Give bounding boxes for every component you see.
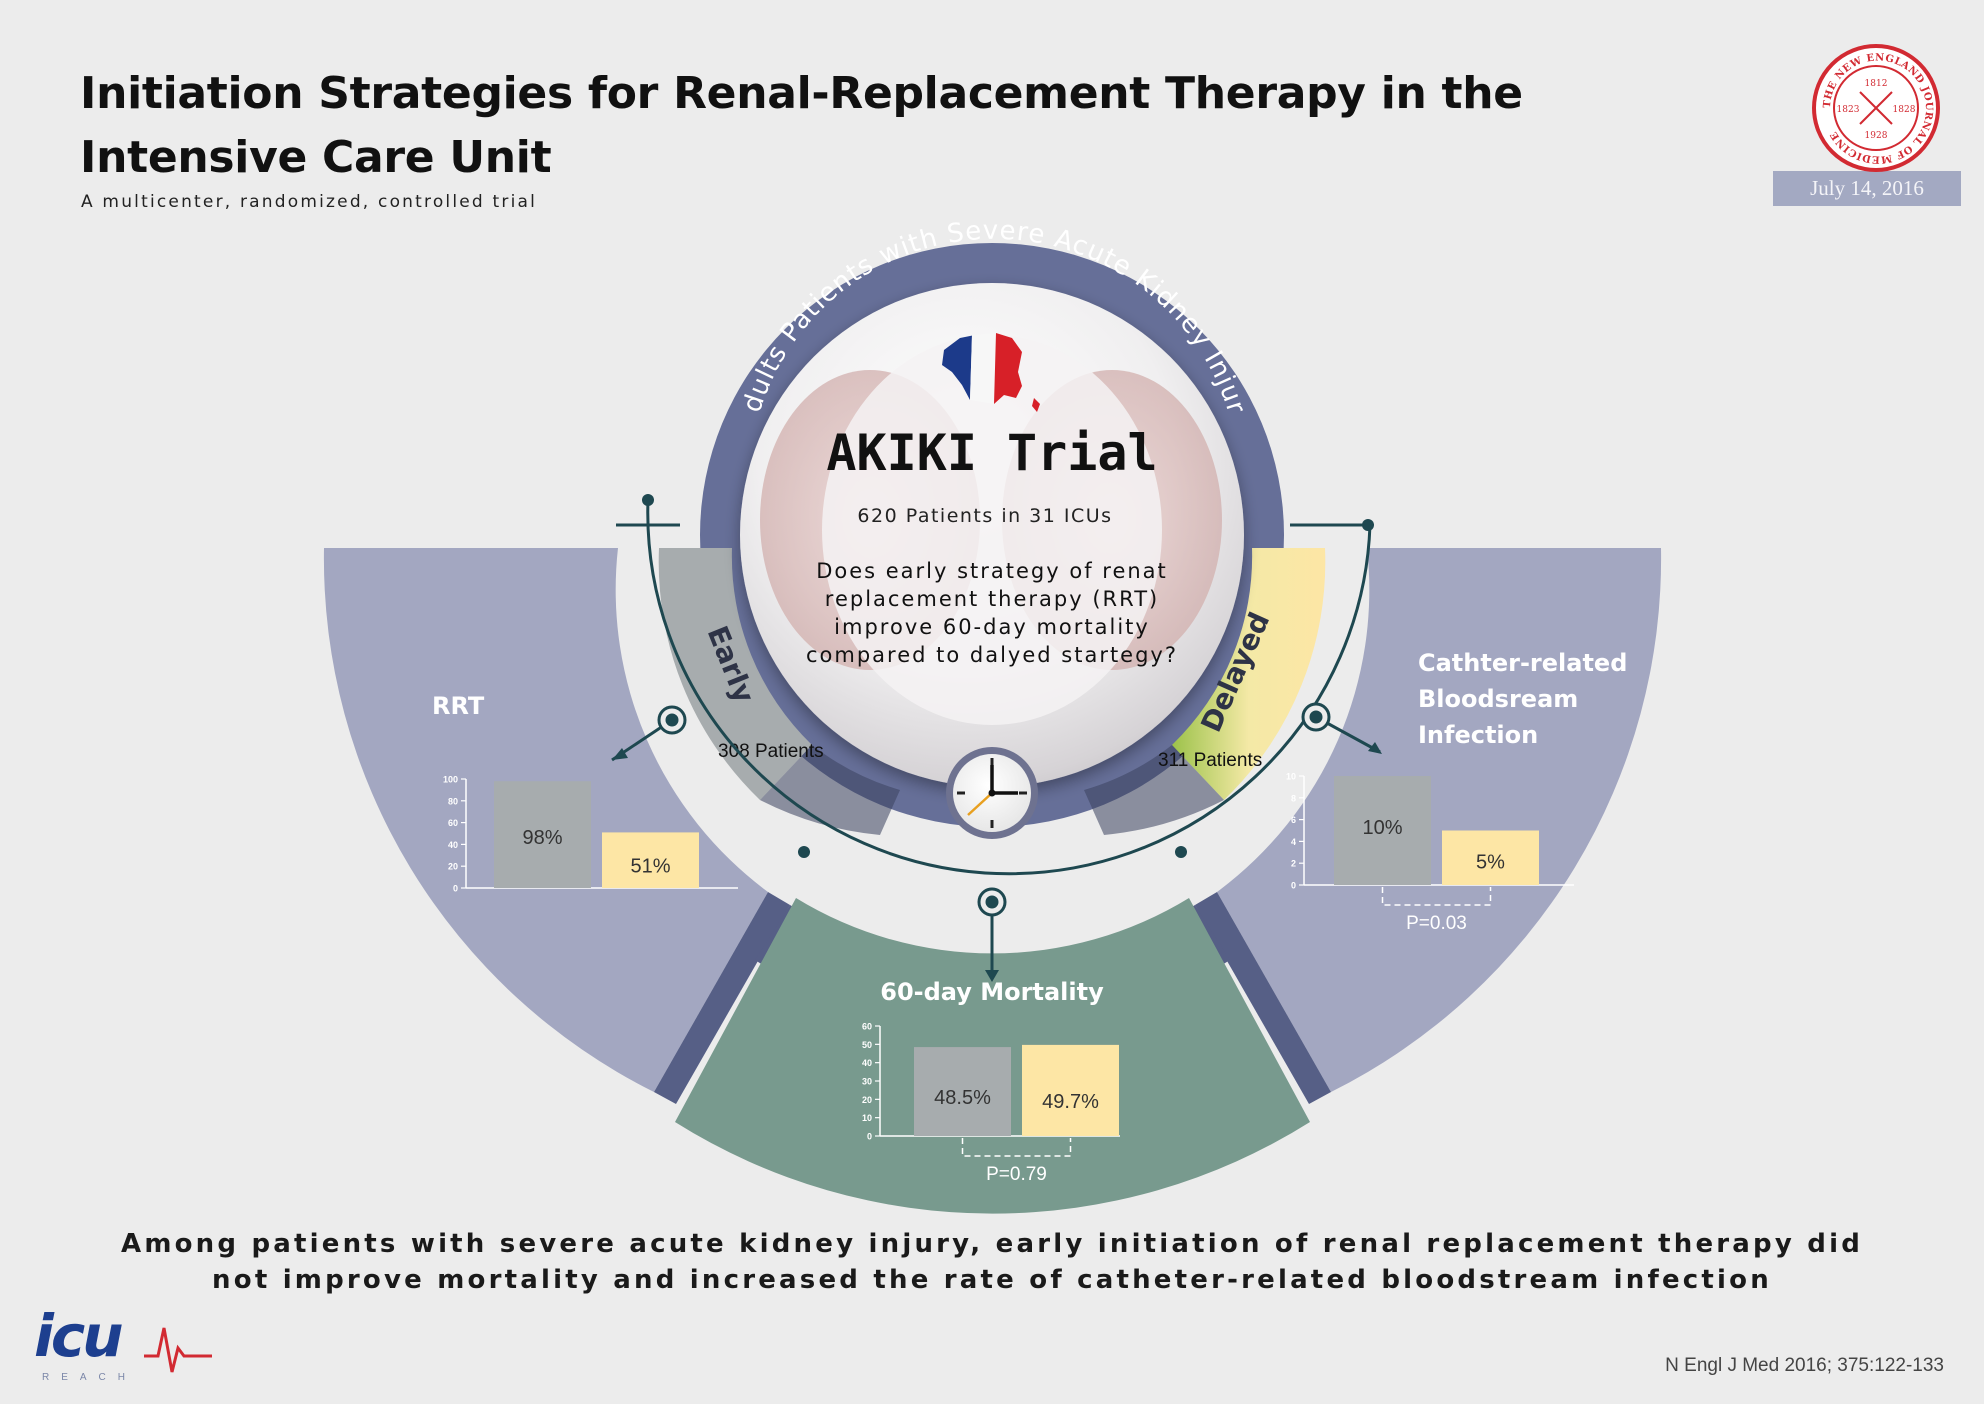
bar-value-label: 5% bbox=[1476, 852, 1505, 874]
early-band bbox=[658, 548, 812, 800]
conclusion: Among patients with severe acute kidney … bbox=[100, 1226, 1884, 1298]
bar-delayed bbox=[1442, 830, 1539, 885]
bar-value-label: 49.7% bbox=[1042, 1091, 1099, 1113]
publication-date: July 14, 2016 bbox=[1773, 171, 1961, 206]
y-tick-label: 10 bbox=[862, 1113, 872, 1123]
y-tick-label: 4 bbox=[1291, 837, 1296, 847]
nejm-seal: THE NEW ENGLAND JOURNAL OF MEDICINE 1812… bbox=[1812, 44, 1940, 172]
logo-word: icu bbox=[34, 1302, 124, 1370]
trial-patients: 620 Patients in 31 ICUs bbox=[857, 505, 1112, 527]
pvalue-bracket bbox=[1381, 887, 1492, 906]
y-tick-label: 30 bbox=[862, 1077, 872, 1087]
heartbeat-icon bbox=[144, 1327, 212, 1373]
y-tick-label: 20 bbox=[448, 862, 458, 872]
crbsi-panel bbox=[1217, 548, 1662, 1092]
early-arm-patients: 308 Patients bbox=[718, 741, 824, 762]
y-tick-label: 2 bbox=[1291, 859, 1296, 869]
rrt-chart: 0 20 40 60 80 100 98% 51% bbox=[443, 775, 738, 894]
svg-text:1823: 1823 bbox=[1837, 105, 1860, 115]
page-title: Initiation Strategies for Renal-Replacem… bbox=[80, 62, 1523, 190]
trial-question: Does early strategy of renat replacement… bbox=[806, 559, 1178, 667]
crbsi-title-line-1: Cathter-related bbox=[1418, 649, 1627, 677]
title-line-1: Initiation Strategies for Renal-Replacem… bbox=[80, 68, 1523, 119]
rrt-title: RRT bbox=[432, 692, 485, 720]
bar-value-label: 10% bbox=[1362, 817, 1402, 839]
crbsi-title-line-2: Bloodsream bbox=[1418, 685, 1578, 713]
bar-delayed bbox=[602, 832, 699, 888]
question-line-3: improve 60-day mortality bbox=[834, 615, 1150, 639]
y-tick-label: 40 bbox=[448, 840, 458, 850]
rrt-panel-shadow bbox=[654, 892, 790, 1104]
bar-value-label: 98% bbox=[522, 827, 562, 849]
y-tick-label: 6 bbox=[1291, 815, 1296, 825]
svg-text:1928: 1928 bbox=[1865, 131, 1888, 141]
y-tick-label: 0 bbox=[1291, 881, 1296, 891]
icu-reach-logo: icu REACH bbox=[26, 1300, 212, 1390]
y-tick-label: 80 bbox=[448, 796, 458, 806]
svg-text:1828: 1828 bbox=[1893, 105, 1916, 115]
bar-value-label: 48.5% bbox=[934, 1087, 991, 1109]
y-tick-label: 40 bbox=[862, 1058, 872, 1068]
title-line-2: Intensive Care Unit bbox=[80, 132, 552, 183]
conclusion-line-1: Among patients with severe acute kidney … bbox=[121, 1229, 1863, 1259]
mortality-chart: 0 10 20 30 40 50 60 48.5% 49.7% P=0.79 bbox=[862, 1022, 1120, 1185]
pvalue-bracket bbox=[961, 1138, 1072, 1157]
conclusion-line-2: not improve mortality and increased the … bbox=[212, 1265, 1772, 1295]
bar-value-label: 51% bbox=[630, 855, 670, 877]
clock-icon bbox=[946, 747, 1038, 839]
y-tick-label: 50 bbox=[862, 1040, 872, 1050]
y-tick-label: 100 bbox=[443, 775, 458, 785]
crbsi-panel-shadow bbox=[1195, 892, 1331, 1104]
citation: N Engl J Med 2016; 375:122-133 bbox=[1665, 1355, 1944, 1376]
france-flag-map-icon bbox=[942, 333, 1040, 412]
crbsi-chart: 0 2 4 6 8 10 10% 5% P=0.03 bbox=[1286, 772, 1574, 934]
trial-name: AKIKI Trial bbox=[826, 424, 1157, 482]
bar-early bbox=[494, 781, 591, 888]
early-band-dark bbox=[760, 745, 900, 835]
page-subtitle: A multicenter, randomized, controlled tr… bbox=[81, 192, 538, 212]
delayed-band bbox=[1172, 548, 1326, 800]
bar-early bbox=[914, 1047, 1011, 1136]
question-line-1: Does early strategy of renat bbox=[816, 559, 1168, 583]
connector-nodes bbox=[612, 494, 1382, 982]
y-tick-label: 8 bbox=[1291, 793, 1296, 803]
y-tick-label: 20 bbox=[862, 1095, 872, 1105]
y-tick-label: 60 bbox=[448, 818, 458, 828]
pvalue-label: P=0.79 bbox=[986, 1164, 1047, 1185]
mortality-title: 60-day Mortality bbox=[880, 978, 1104, 1006]
pvalue-label: P=0.03 bbox=[1406, 913, 1467, 934]
sphere-highlight bbox=[822, 335, 1162, 725]
connector-rings bbox=[657, 702, 1331, 917]
bar-delayed bbox=[1022, 1044, 1119, 1136]
y-tick-label: 0 bbox=[453, 884, 458, 894]
delayed-band-dark bbox=[1084, 745, 1224, 835]
y-tick-label: 60 bbox=[862, 1022, 872, 1032]
svg-text:1812: 1812 bbox=[1865, 79, 1888, 89]
question-line-2: replacement therapy (RRT) bbox=[825, 587, 1159, 611]
bar-early bbox=[1334, 776, 1431, 885]
delayed-arm-patients: 311 Patients bbox=[1158, 750, 1262, 771]
y-tick-label: 10 bbox=[1286, 772, 1296, 782]
crbsi-title: Cathter-related Bloodsream Infection bbox=[1418, 649, 1627, 749]
y-tick-label: 0 bbox=[867, 1132, 872, 1142]
logo-subtitle: REACH bbox=[42, 1372, 138, 1383]
question-line-4: compared to dalyed startegy? bbox=[806, 643, 1178, 667]
crbsi-title-line-3: Infection bbox=[1418, 721, 1538, 749]
